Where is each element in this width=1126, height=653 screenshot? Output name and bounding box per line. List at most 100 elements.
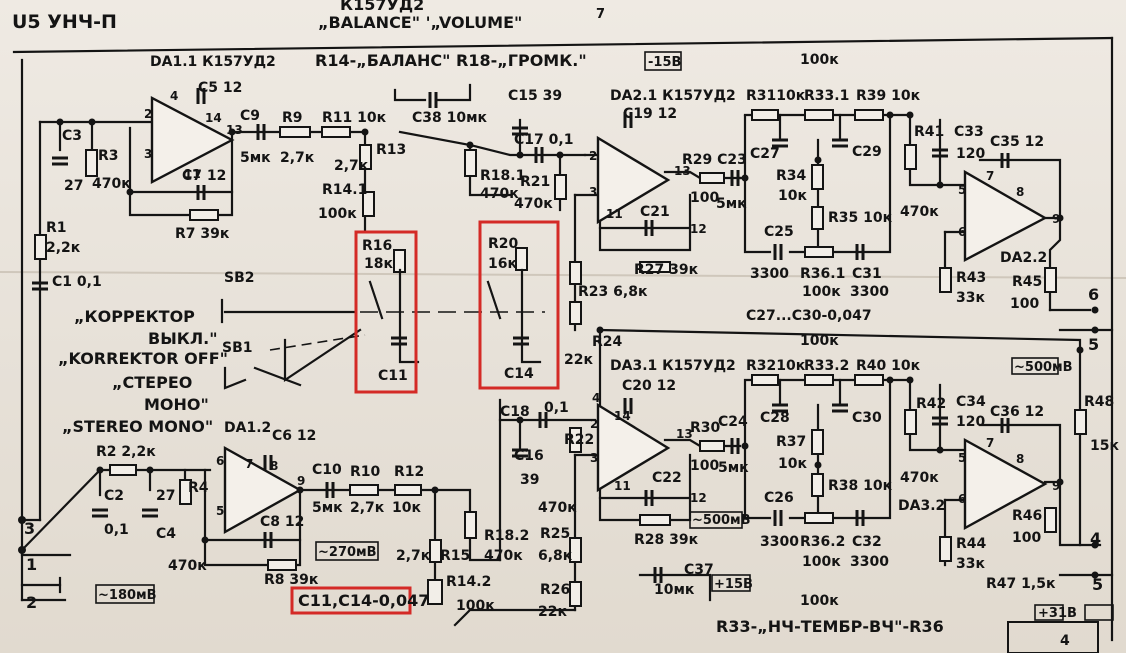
resistor-r45	[1044, 267, 1057, 293]
label-sb1: SB1	[222, 340, 253, 356]
label-r42v: 470к	[900, 470, 939, 486]
label-c24v: 5мк	[718, 460, 749, 476]
resistor-r29	[699, 172, 725, 184]
label-r24: R24	[592, 334, 623, 350]
highlight-box-c11-c14-value	[290, 586, 412, 615]
label-r20v: 16к	[488, 256, 517, 272]
resistors	[34, 109, 1087, 607]
svg-text:12: 12	[690, 222, 707, 236]
resistor-r46	[1044, 507, 1057, 533]
resistor-r15	[429, 539, 442, 563]
label-c34: C34	[956, 394, 986, 410]
resistor-r33-2	[804, 374, 834, 386]
label-c612: C6 12	[272, 428, 316, 444]
label-korr_ru: „КОРРЕКТОР	[74, 307, 195, 326]
label-r41: R41	[914, 124, 944, 140]
resistor-r36-1	[804, 246, 834, 258]
label-p3: 3	[24, 519, 35, 538]
resistor-r3	[85, 149, 98, 177]
svg-text:5: 5	[216, 504, 224, 518]
resistor-r16	[393, 249, 406, 273]
label-r45v: 100	[1010, 296, 1039, 312]
label-c15: C15 39	[508, 88, 562, 104]
label-c27: C27	[750, 146, 780, 162]
label-v500a: ~500мВ	[692, 513, 751, 528]
footnote-mark: 7	[596, 7, 605, 22]
svg-text:11: 11	[606, 207, 623, 221]
label-v180: ~180мВ	[98, 588, 157, 603]
label-c38: C38 10мк	[412, 110, 488, 126]
svg-text:2: 2	[589, 149, 597, 163]
label-r362: R36.2	[800, 534, 845, 550]
label-r45: R45	[1012, 274, 1042, 290]
resistor-r28	[639, 514, 671, 526]
label-r9: R9	[282, 110, 303, 126]
label-p15: +15В	[714, 577, 753, 592]
label-p5: 5	[1088, 335, 1099, 354]
controls-ru: R14-„БАЛАНС" R18-„ГРОМК."	[315, 51, 587, 70]
svg-text:6: 6	[216, 454, 224, 468]
label-r181: R18.1	[480, 168, 525, 184]
svg-text:7: 7	[986, 169, 994, 183]
label-c29: C29	[852, 144, 882, 160]
resistor-r4	[179, 479, 192, 505]
svg-text:5: 5	[958, 451, 966, 465]
label-r331: R33.1	[804, 88, 849, 104]
label-r30v: 100	[690, 458, 719, 474]
label-r142v: 100к	[456, 598, 495, 614]
switch-sb2	[220, 268, 545, 364]
label-c33: C33	[954, 124, 984, 140]
label-r43: R43	[956, 270, 986, 286]
resistor-r35	[811, 206, 824, 230]
label-r21: R21	[520, 174, 550, 190]
svg-text:9: 9	[1052, 479, 1060, 493]
label-c712: C7 12	[182, 168, 226, 184]
opamp-da2-1	[596, 135, 671, 225]
label-c26v: 3300	[760, 534, 799, 550]
resistor-r37	[811, 429, 824, 455]
label-p2: 2	[26, 593, 37, 612]
label-r22: R22	[564, 432, 594, 448]
label-c2: C2	[104, 488, 124, 504]
label-r35: R35 10к	[828, 210, 893, 226]
label-c2012: C20 12	[622, 378, 676, 394]
label-c32: C32	[852, 534, 882, 550]
svg-text:4: 4	[592, 391, 600, 405]
resistor-r11	[321, 126, 351, 138]
label-c11: C11	[378, 368, 408, 384]
label-r7: R7 39к	[175, 226, 230, 242]
svg-text:2: 2	[144, 107, 152, 121]
label-r25v: 6,8к	[538, 548, 573, 564]
label-r37v: 10к	[778, 456, 807, 472]
label-c16: C16	[514, 448, 544, 464]
label-r4v: 470к	[168, 558, 207, 574]
label-c10v: 5мк	[312, 500, 343, 516]
label-r44v: 33к	[956, 556, 985, 572]
label-c19: C19 12	[623, 106, 677, 122]
svg-text:8: 8	[1016, 185, 1024, 199]
label-c3512: C35 12	[990, 134, 1044, 150]
resistor-r26	[569, 581, 582, 607]
label-c17: C17 0,1	[514, 132, 573, 148]
label-c4v: 27	[156, 488, 175, 504]
label-c31v: 3300	[850, 284, 889, 300]
label-c31: C31	[852, 266, 882, 282]
label-r21v: 470к	[514, 196, 553, 212]
label-da32: DA3.2	[898, 498, 945, 514]
label-da12: DA1.2	[224, 420, 271, 436]
opamp-da3-1	[596, 402, 671, 493]
resistor-r12	[394, 484, 422, 496]
switch-sb1	[223, 328, 366, 390]
label-r4: R4	[188, 480, 209, 496]
top-chip-partial: К157УД2	[340, 0, 424, 14]
svg-text:13: 13	[674, 164, 691, 178]
svg-text:3: 3	[589, 185, 597, 199]
opamp-da3-2	[963, 437, 1048, 531]
label-r9v: 2,7к	[280, 150, 315, 166]
label-r25: R25	[540, 526, 570, 542]
label-r12v: 10к	[392, 500, 421, 516]
resistor-r34	[811, 164, 824, 190]
resistor-r40	[854, 374, 884, 386]
label-c18v: 0,1	[544, 400, 569, 416]
label-r46: R46	[1012, 508, 1042, 524]
